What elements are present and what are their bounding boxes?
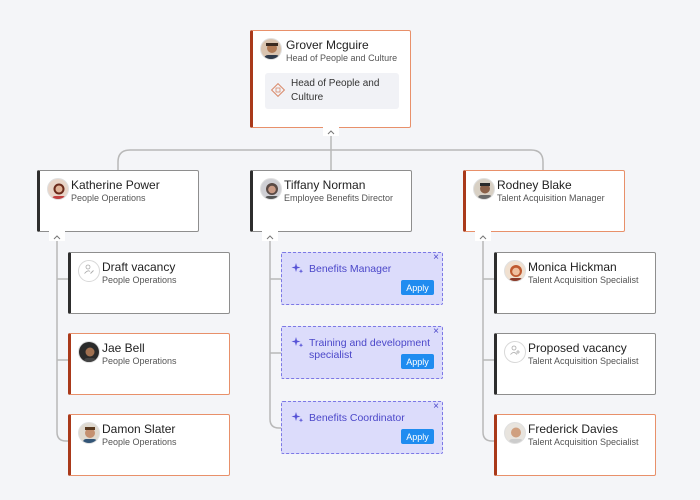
suggestion-training-specialist[interactable]: Training and development specialist × Ap… <box>281 326 443 379</box>
proposed-vacancy-name: Proposed vacancy <box>528 341 627 355</box>
draft-vacancy-title: People Operations <box>102 275 177 285</box>
monica-hickman-name: Monica Hickman <box>528 260 617 274</box>
damon-slater-name: Damon Slater <box>102 422 176 436</box>
jae-bell-avatar <box>78 341 100 363</box>
root-card[interactable]: Grover Mcguire Head of People and Cultur… <box>250 30 411 128</box>
user-plus-icon <box>509 343 521 361</box>
tiffany-avatar <box>260 178 282 200</box>
damon-slater-title: People Operations <box>102 437 177 447</box>
chevron-up-icon <box>327 122 335 140</box>
manager-card-tiffany[interactable]: Tiffany Norman Employee Benefits Directo… <box>250 170 412 232</box>
suggestion-label: Training and development specialist <box>309 337 431 361</box>
sparkle-icon <box>291 411 304 429</box>
close-icon[interactable]: × <box>433 326 439 337</box>
collapse-katherine-toggle[interactable] <box>49 231 65 241</box>
chevron-up-icon <box>266 227 274 245</box>
pencil-user-icon <box>83 262 95 280</box>
close-icon[interactable]: × <box>433 252 439 263</box>
monica-hickman-avatar <box>504 260 526 282</box>
suggestion-benefits-manager[interactable]: Benefits Manager × Apply <box>281 252 443 305</box>
apply-button[interactable]: Apply <box>401 280 434 295</box>
damon-slater-avatar <box>78 422 100 444</box>
suggestion-label: Benefits Coordinator <box>309 412 405 424</box>
card-proposed-vacancy[interactable]: Proposed vacancy Talent Acquisition Spec… <box>494 333 656 395</box>
sparkle-icon <box>291 336 304 354</box>
manager-card-rodney[interactable]: Rodney Blake Talent Acquisition Manager <box>463 170 625 232</box>
sparkle-icon <box>291 262 304 280</box>
rodney-name: Rodney Blake <box>497 178 572 192</box>
rodney-avatar <box>473 178 495 200</box>
grover-avatar <box>260 38 282 60</box>
card-draft-vacancy[interactable]: Draft vacancy People Operations <box>68 252 230 314</box>
vacancy-avatar <box>504 341 526 363</box>
katherine-name: Katherine Power <box>71 178 160 192</box>
department-icon <box>270 82 286 102</box>
tiffany-title: Employee Benefits Director <box>284 193 394 203</box>
frederick-davies-title: Talent Acquisition Specialist <box>528 437 639 447</box>
katherine-title: People Operations <box>71 193 146 203</box>
katherine-avatar <box>47 178 69 200</box>
card-monica-hickman[interactable]: Monica Hickman Talent Acquisition Specia… <box>494 252 656 314</box>
tiffany-name: Tiffany Norman <box>284 178 366 192</box>
card-frederick-davies[interactable]: Frederick Davies Talent Acquisition Spec… <box>494 414 656 476</box>
department-label: Head of People and Culture <box>291 78 380 103</box>
manager-card-katherine[interactable]: Katherine Power People Operations <box>37 170 199 232</box>
card-jae-bell[interactable]: Jae Bell People Operations <box>68 333 230 395</box>
frederick-davies-avatar <box>504 422 526 444</box>
draft-vacancy-name: Draft vacancy <box>102 260 176 274</box>
collapse-tiffany-toggle[interactable] <box>262 231 278 241</box>
rodney-title: Talent Acquisition Manager <box>497 193 605 203</box>
suggestion-label: Benefits Manager <box>309 263 392 275</box>
chevron-up-icon <box>53 227 61 245</box>
apply-button[interactable]: Apply <box>401 429 434 444</box>
card-damon-slater[interactable]: Damon Slater People Operations <box>68 414 230 476</box>
jae-bell-title: People Operations <box>102 356 177 366</box>
close-icon[interactable]: × <box>433 401 439 412</box>
collapse-root-toggle[interactable] <box>323 126 339 136</box>
root-title: Head of People and Culture <box>286 53 398 63</box>
root-name: Grover Mcguire <box>286 38 369 52</box>
chevron-up-icon <box>479 227 487 245</box>
vacancy-avatar <box>78 260 100 282</box>
suggestion-benefits-coordinator[interactable]: Benefits Coordinator × Apply <box>281 401 443 454</box>
apply-button[interactable]: Apply <box>401 354 434 369</box>
department-tag[interactable]: Head of People and Culture <box>265 73 399 109</box>
jae-bell-name: Jae Bell <box>102 341 145 355</box>
monica-hickman-title: Talent Acquisition Specialist <box>528 275 639 285</box>
collapse-rodney-toggle[interactable] <box>475 231 491 241</box>
proposed-vacancy-title: Talent Acquisition Specialist <box>528 356 639 366</box>
frederick-davies-name: Frederick Davies <box>528 422 619 436</box>
